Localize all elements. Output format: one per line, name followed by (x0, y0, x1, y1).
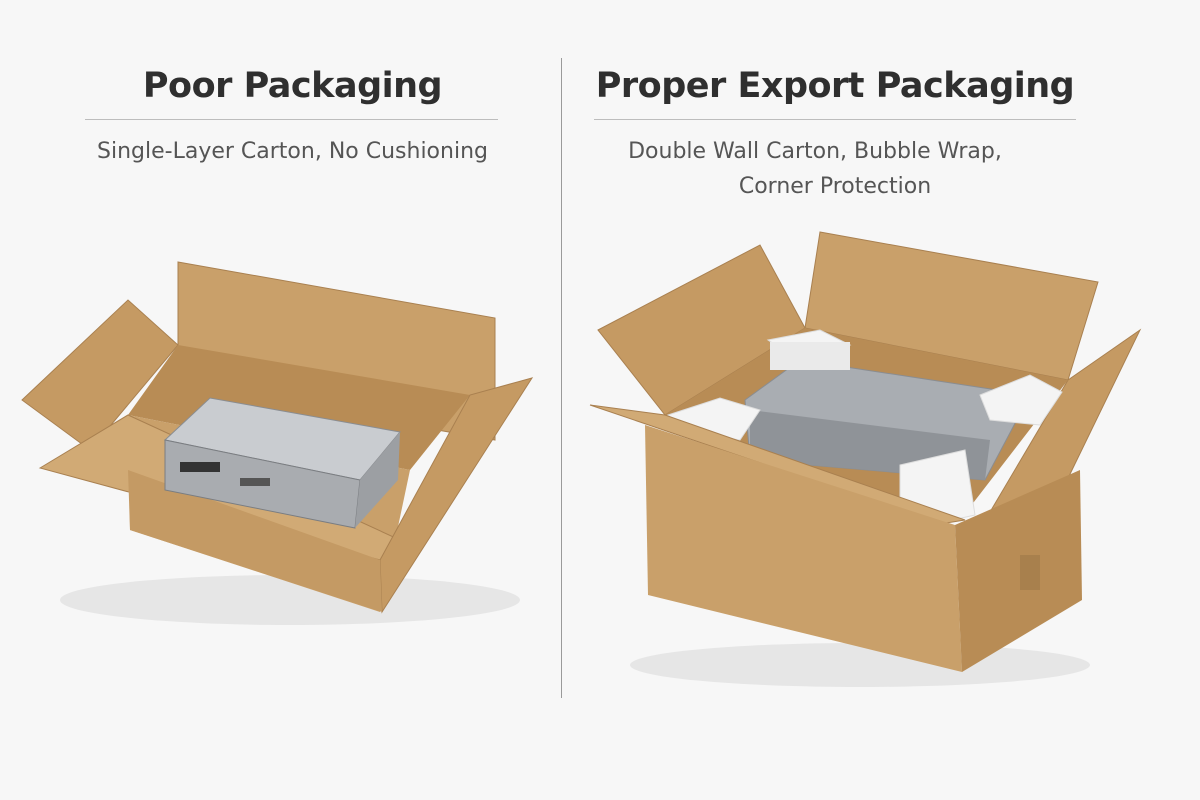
right-title: Proper Export Packaging (595, 66, 1075, 106)
proper-packaging-box (589, 231, 1142, 687)
left-title: Poor Packaging (142, 66, 443, 106)
center-divider (561, 58, 562, 698)
electronic-device (163, 397, 401, 529)
left-title-rule (85, 119, 498, 120)
left-subtitle: Single-Layer Carton, No Cushioning (97, 139, 488, 164)
right-subtitle-line1: Double Wall Carton, Bubble Wrap, (628, 139, 1002, 164)
foam-corner-protectors (666, 329, 1063, 526)
right-title-rule (594, 119, 1076, 120)
right-subtitle-line2: Corner Protection (738, 174, 932, 199)
poor-packaging-box (21, 261, 534, 625)
